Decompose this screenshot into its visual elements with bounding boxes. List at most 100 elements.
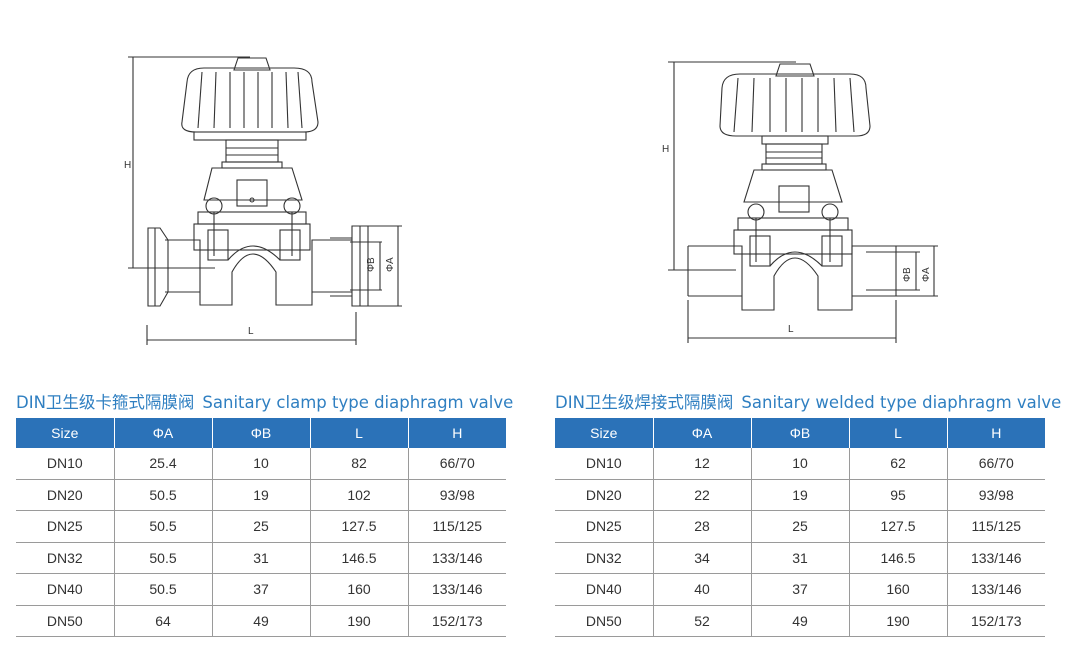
table-cell: DN20 — [16, 479, 115, 511]
table-cell: 115/125 — [947, 510, 1045, 543]
table-cell: 190 — [310, 605, 409, 637]
table-cell: 22 — [653, 479, 752, 511]
table-cell: 152/173 — [947, 605, 1045, 637]
welded-valve-svg: H L ΦB ΦA — [662, 61, 938, 343]
dim-b-label: ΦB — [366, 257, 377, 272]
welded-title-cn: DIN卫生级焊接式隔膜阀 — [555, 393, 734, 412]
table-cell: 40 — [653, 573, 752, 606]
table-cell: 50.5 — [114, 573, 213, 606]
table-cell: 127.5 — [849, 510, 948, 543]
table-cell: 37 — [751, 573, 850, 606]
table-cell: 19 — [751, 479, 850, 511]
table-cell: 95 — [849, 479, 948, 511]
clamp-title-en: Sanitary clamp type diaphragm valve — [202, 393, 514, 412]
table-cell: DN32 — [555, 542, 654, 574]
table-cell: 34 — [653, 542, 752, 574]
column-header: Size — [16, 418, 115, 448]
welded-valve-title: DIN卫生级焊接式隔膜阀 Sanitary welded type diaphra… — [555, 389, 1069, 413]
table-cell: 66/70 — [408, 448, 506, 480]
clamp-valve-svg: H L ΦB ΦA — [124, 56, 402, 345]
table-cell: 52 — [653, 605, 752, 637]
clamp-valve-drawing: H L ΦB ΦA — [0, 0, 536, 360]
dim-b-label: ΦB — [902, 267, 913, 282]
table-cell: DN40 — [16, 573, 115, 606]
table-cell: 25 — [751, 510, 850, 543]
table-cell: 37 — [212, 573, 311, 606]
dim-h-label: H — [124, 160, 131, 171]
column-header: Size — [555, 418, 654, 448]
table-cell: 146.5 — [849, 542, 948, 574]
table-cell: 50.5 — [114, 510, 213, 543]
table-cell: 49 — [212, 605, 311, 637]
table-cell: 160 — [849, 573, 948, 606]
column-header: H — [947, 418, 1045, 448]
table-cell: 82 — [310, 448, 409, 480]
table-cell: 190 — [849, 605, 948, 637]
table-cell: 31 — [751, 542, 850, 574]
table-cell: 10 — [212, 448, 311, 480]
table-cell: DN32 — [16, 542, 115, 574]
table-cell: 133/146 — [408, 542, 506, 574]
dim-l-label: L — [248, 326, 254, 337]
table-cell: 62 — [849, 448, 948, 480]
column-header: ΦB — [212, 418, 311, 448]
table-cell: 160 — [310, 573, 409, 606]
clamp-valve-title: DIN卫生级卡箍式隔膜阀 Sanitary clamp type diaphrag… — [16, 389, 521, 413]
table-cell: DN50 — [16, 605, 115, 637]
table-cell: 25 — [212, 510, 311, 543]
table-cell: DN25 — [555, 510, 654, 543]
column-header: ΦB — [751, 418, 850, 448]
table-cell: 50.5 — [114, 542, 213, 574]
welded-valve-drawing: H L ΦB ΦA — [536, 0, 1072, 360]
table-cell: 133/146 — [408, 573, 506, 606]
table-cell: 28 — [653, 510, 752, 543]
table-cell: 146.5 — [310, 542, 409, 574]
table-cell: 66/70 — [947, 448, 1045, 480]
column-header: L — [310, 418, 409, 448]
dim-a-label: ΦA — [385, 257, 396, 272]
table-cell: DN20 — [555, 479, 654, 511]
table-cell: 93/98 — [408, 479, 506, 511]
dim-a-label: ΦA — [921, 267, 932, 282]
dim-l-label: L — [788, 324, 794, 335]
column-header: H — [408, 418, 506, 448]
dim-h-label: H — [662, 144, 669, 155]
column-header: ΦA — [114, 418, 213, 448]
welded-title-en: Sanitary welded type diaphragm valve — [741, 393, 1062, 412]
table-cell: 152/173 — [408, 605, 506, 637]
table-cell: 12 — [653, 448, 752, 480]
table-cell: 31 — [212, 542, 311, 574]
column-header: L — [849, 418, 948, 448]
table-cell: DN25 — [16, 510, 115, 543]
table-cell: 25.4 — [114, 448, 213, 480]
table-cell: 115/125 — [408, 510, 506, 543]
table-cell: 133/146 — [947, 573, 1045, 606]
clamp-title-cn: DIN卫生级卡箍式隔膜阀 — [16, 393, 195, 412]
table-cell: DN50 — [555, 605, 654, 637]
table-cell: 10 — [751, 448, 850, 480]
table-cell: DN10 — [555, 448, 654, 480]
table-cell: 50.5 — [114, 479, 213, 511]
table-cell: 19 — [212, 479, 311, 511]
table-cell: 102 — [310, 479, 409, 511]
table-cell: 64 — [114, 605, 213, 637]
table-cell: 93/98 — [947, 479, 1045, 511]
table-cell: DN10 — [16, 448, 115, 480]
table-cell: 49 — [751, 605, 850, 637]
